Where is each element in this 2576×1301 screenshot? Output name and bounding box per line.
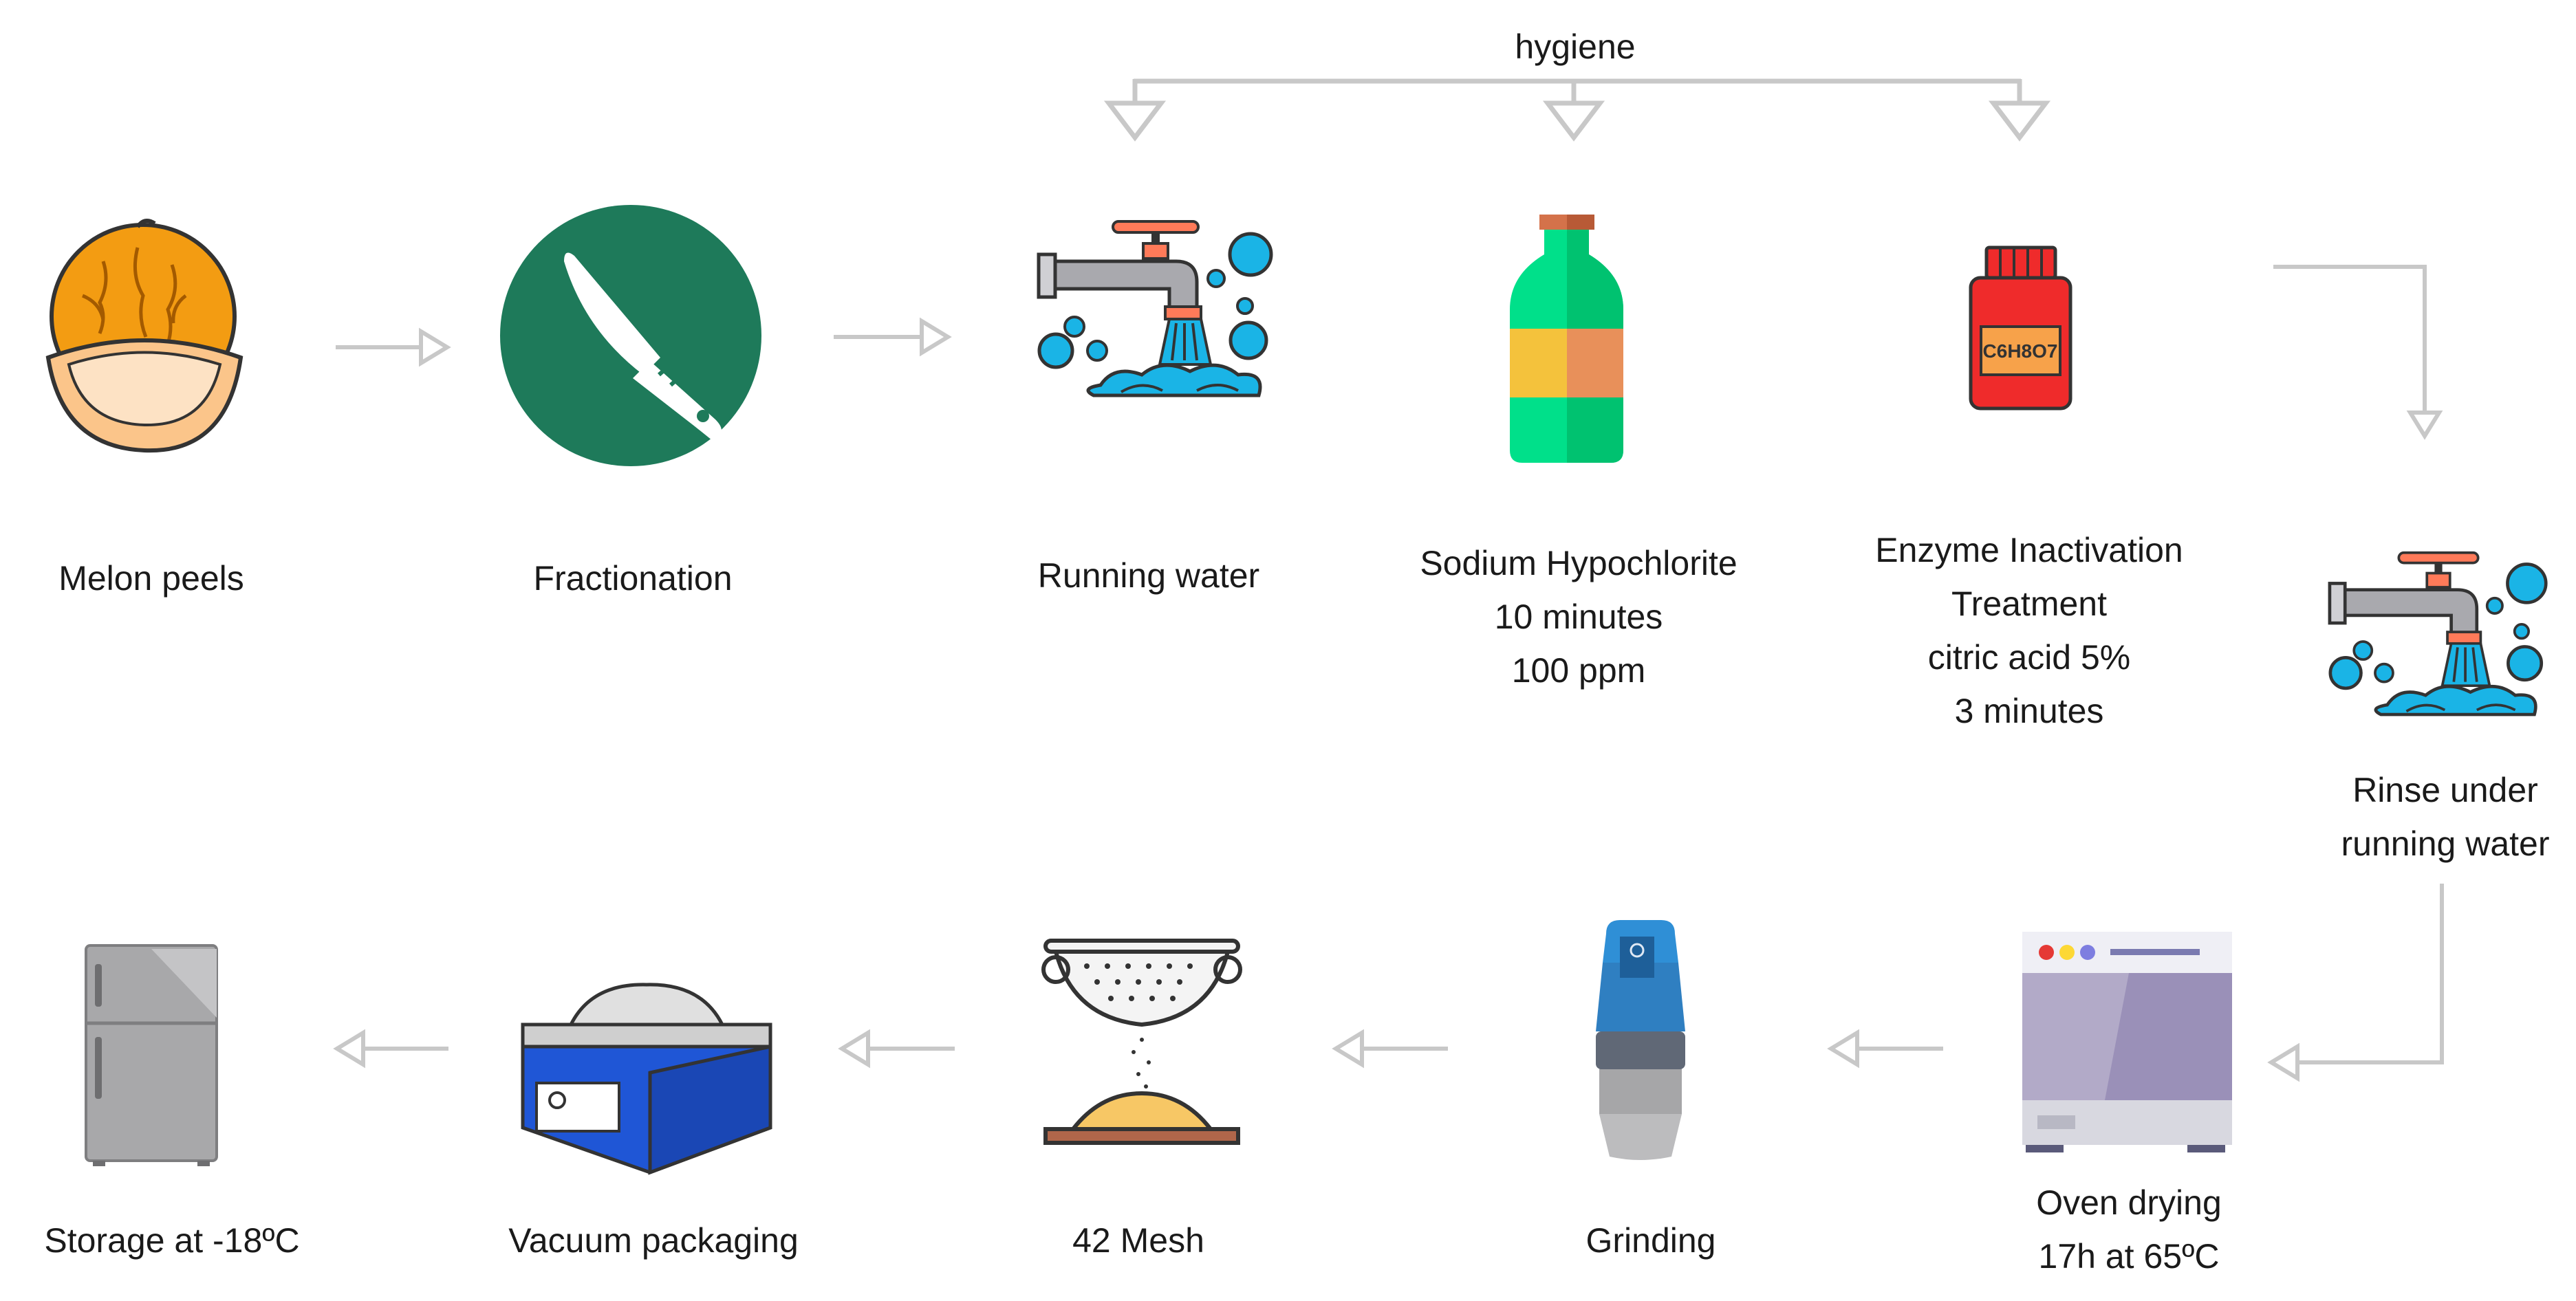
sieve-icon xyxy=(1041,939,1242,1145)
label-line: running water xyxy=(2341,824,2550,863)
arrow-mesh-to-vacuum xyxy=(838,1029,955,1069)
arrow-rinse-to-oven xyxy=(2267,884,2444,1082)
label-line: 100 ppm xyxy=(1511,651,1646,690)
label-line: Fractionation xyxy=(533,559,733,598)
label-enzyme-inactivation: Enzyme Inactivation Treatment citric aci… xyxy=(1816,523,2242,738)
vacuum-sealer-icon xyxy=(521,983,772,1175)
label-vacuum-packaging: Vacuum packaging xyxy=(475,1214,832,1267)
label-running-water: Running water xyxy=(1004,549,1293,602)
label-42-mesh: 42 Mesh xyxy=(1001,1214,1276,1267)
arrow-enzyme-to-rinse xyxy=(2273,265,2443,440)
knife-icon xyxy=(500,205,761,466)
hygiene-label: hygiene xyxy=(1515,28,1635,66)
label-line: Storage at -18ºC xyxy=(44,1221,300,1260)
arrow-oven-to-grinding xyxy=(1827,1029,1943,1069)
jar-icon xyxy=(1969,245,2072,411)
label-line: 17h at 65ºC xyxy=(2038,1237,2220,1276)
label-oven-drying: Oven drying 17h at 65ºC xyxy=(1981,1176,2277,1283)
label-line: 10 minutes xyxy=(1494,598,1663,636)
label-line: Vacuum packaging xyxy=(508,1221,799,1260)
label-fractionation: Fractionation xyxy=(495,551,770,605)
rinse-faucet-icon xyxy=(2330,553,2546,714)
label-line: Sodium Hypochlorite xyxy=(1420,544,1738,582)
oven-icon xyxy=(2022,932,2232,1152)
label-line: Oven drying xyxy=(2036,1183,2222,1222)
grinder-icon xyxy=(1596,920,1685,1160)
refrigerator-icon xyxy=(85,944,218,1166)
label-storage: Storage at -18ºC xyxy=(14,1214,330,1267)
label-line: Running water xyxy=(1037,556,1260,595)
label-line: Enzyme Inactivation xyxy=(1875,531,2183,569)
arrow-melon-to-fractionation xyxy=(336,327,451,367)
label-sodium-hypochlorite: Sodium Hypochlorite 10 minutes 100 ppm xyxy=(1372,536,1785,697)
label-rinse: Rinse under running water xyxy=(2318,763,2573,871)
label-line: citric acid 5% xyxy=(1927,638,2131,677)
label-line: Rinse under xyxy=(2352,771,2538,809)
label-line: Melon peels xyxy=(58,559,244,598)
label-line: Grinding xyxy=(1585,1221,1716,1260)
arrow-fractionation-to-running-water xyxy=(834,317,952,357)
label-grinding: Grinding xyxy=(1513,1214,1788,1267)
bottle-icon xyxy=(1510,215,1623,463)
faucet-icon xyxy=(1039,221,1271,395)
arrow-vacuum-to-storage xyxy=(333,1029,448,1069)
jar-label: C6H8O7 xyxy=(1983,340,2058,362)
label-melon-peels: Melon peels xyxy=(14,551,289,605)
arrow-grinding-to-mesh xyxy=(1332,1029,1448,1069)
hygiene-bracket xyxy=(1103,78,2051,142)
melon-icon xyxy=(45,219,243,453)
label-line: 3 minutes xyxy=(1954,692,2104,730)
label-line: Treatment xyxy=(1951,584,2107,623)
label-line: 42 Mesh xyxy=(1072,1221,1204,1260)
